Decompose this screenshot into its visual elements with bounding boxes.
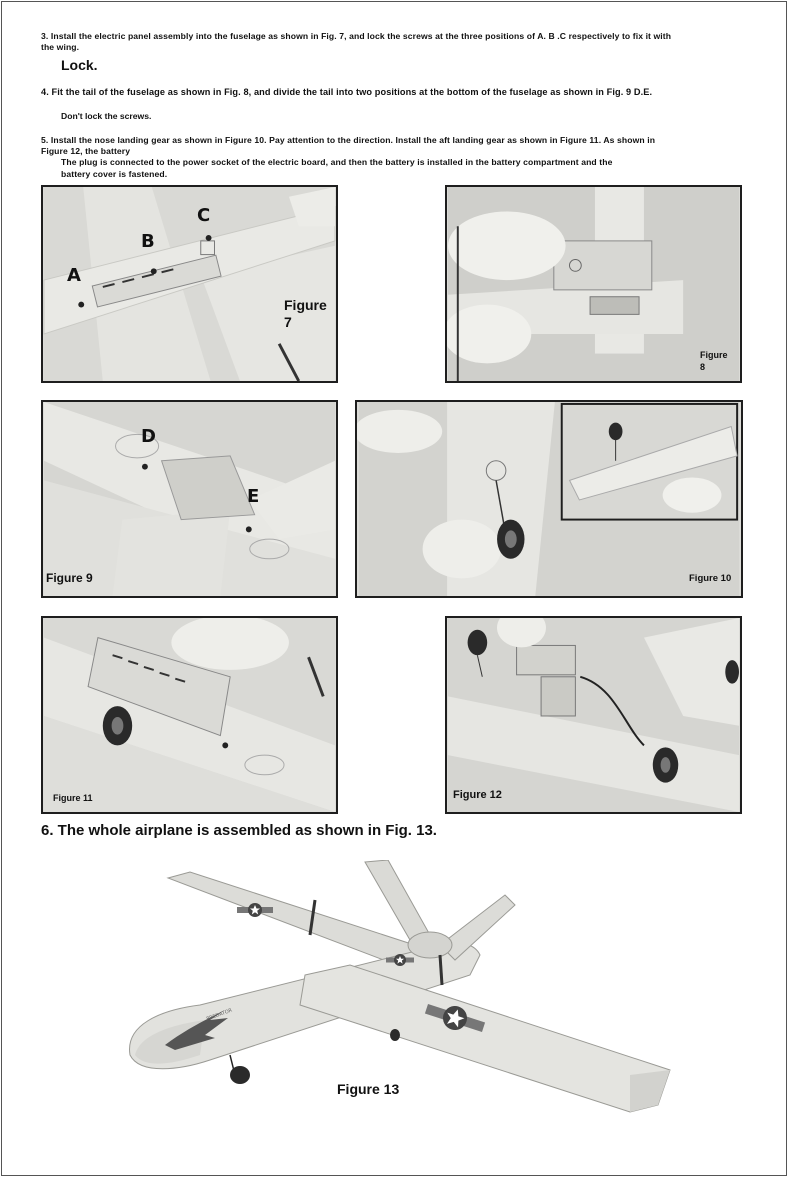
figure-10-photo: Figure 10 bbox=[355, 400, 743, 598]
step6-heading: 6. The whole airplane is assembled as sh… bbox=[41, 822, 437, 839]
figure-7-caption-line1: Figure bbox=[284, 297, 327, 313]
step3-line1: 3. Install the electric panel assembly i… bbox=[41, 31, 672, 41]
figure-7-photo: A B C Figure 7 bbox=[41, 185, 338, 383]
step5-line4: battery cover is fastened. bbox=[61, 169, 168, 179]
figure-10-caption: Figure 10 bbox=[689, 573, 732, 584]
label-d: D bbox=[141, 426, 156, 447]
step4-text: 4. Fit the tail of the fuselage as shown… bbox=[41, 87, 653, 97]
figure-13-caption: Figure 13 bbox=[337, 1081, 400, 1097]
figure-8-illustration bbox=[447, 187, 739, 381]
figure-13-airplane: PREDATOR Figure 13 bbox=[110, 860, 690, 1130]
figure-8-photo: Figure 8 bbox=[445, 185, 742, 383]
figure-12-illustration bbox=[448, 618, 739, 812]
figure-11-caption: Figure 11 bbox=[53, 793, 93, 803]
figure-8-caption-line1: Figure bbox=[700, 350, 728, 360]
label-c: C bbox=[197, 205, 211, 226]
step5-line1: 5. Install the nose landing gear as show… bbox=[41, 135, 656, 145]
step3-lock: Lock. bbox=[61, 57, 98, 73]
figure-10-illustration bbox=[357, 402, 740, 596]
figure-7-caption-line2: 7 bbox=[284, 314, 292, 330]
label-e: E bbox=[247, 486, 260, 507]
figure-7-illustration bbox=[43, 187, 336, 381]
figure-13-illustration bbox=[129, 860, 671, 1113]
figure-9-caption: Figure 9 bbox=[46, 571, 93, 585]
step3-line2: the wing. bbox=[41, 42, 80, 52]
step5-line2: Figure 12, the battery bbox=[41, 146, 131, 156]
figure-12-caption: Figure 12 bbox=[453, 789, 502, 801]
step4-note: Don't lock the screws. bbox=[61, 111, 152, 121]
figure-9-photo: D E Figure 9 bbox=[41, 400, 338, 598]
figure-11-photo: Figure 11 bbox=[41, 616, 338, 814]
figure-12-photo: Figure 12 bbox=[445, 616, 742, 814]
label-a: A bbox=[67, 265, 81, 286]
label-b: B bbox=[141, 231, 155, 252]
figure-11-illustration bbox=[44, 618, 335, 812]
figure-8-caption-line2: 8 bbox=[700, 362, 706, 372]
step5-line3: The plug is connected to the power socke… bbox=[61, 157, 613, 167]
figure-9-illustration bbox=[44, 402, 335, 596]
